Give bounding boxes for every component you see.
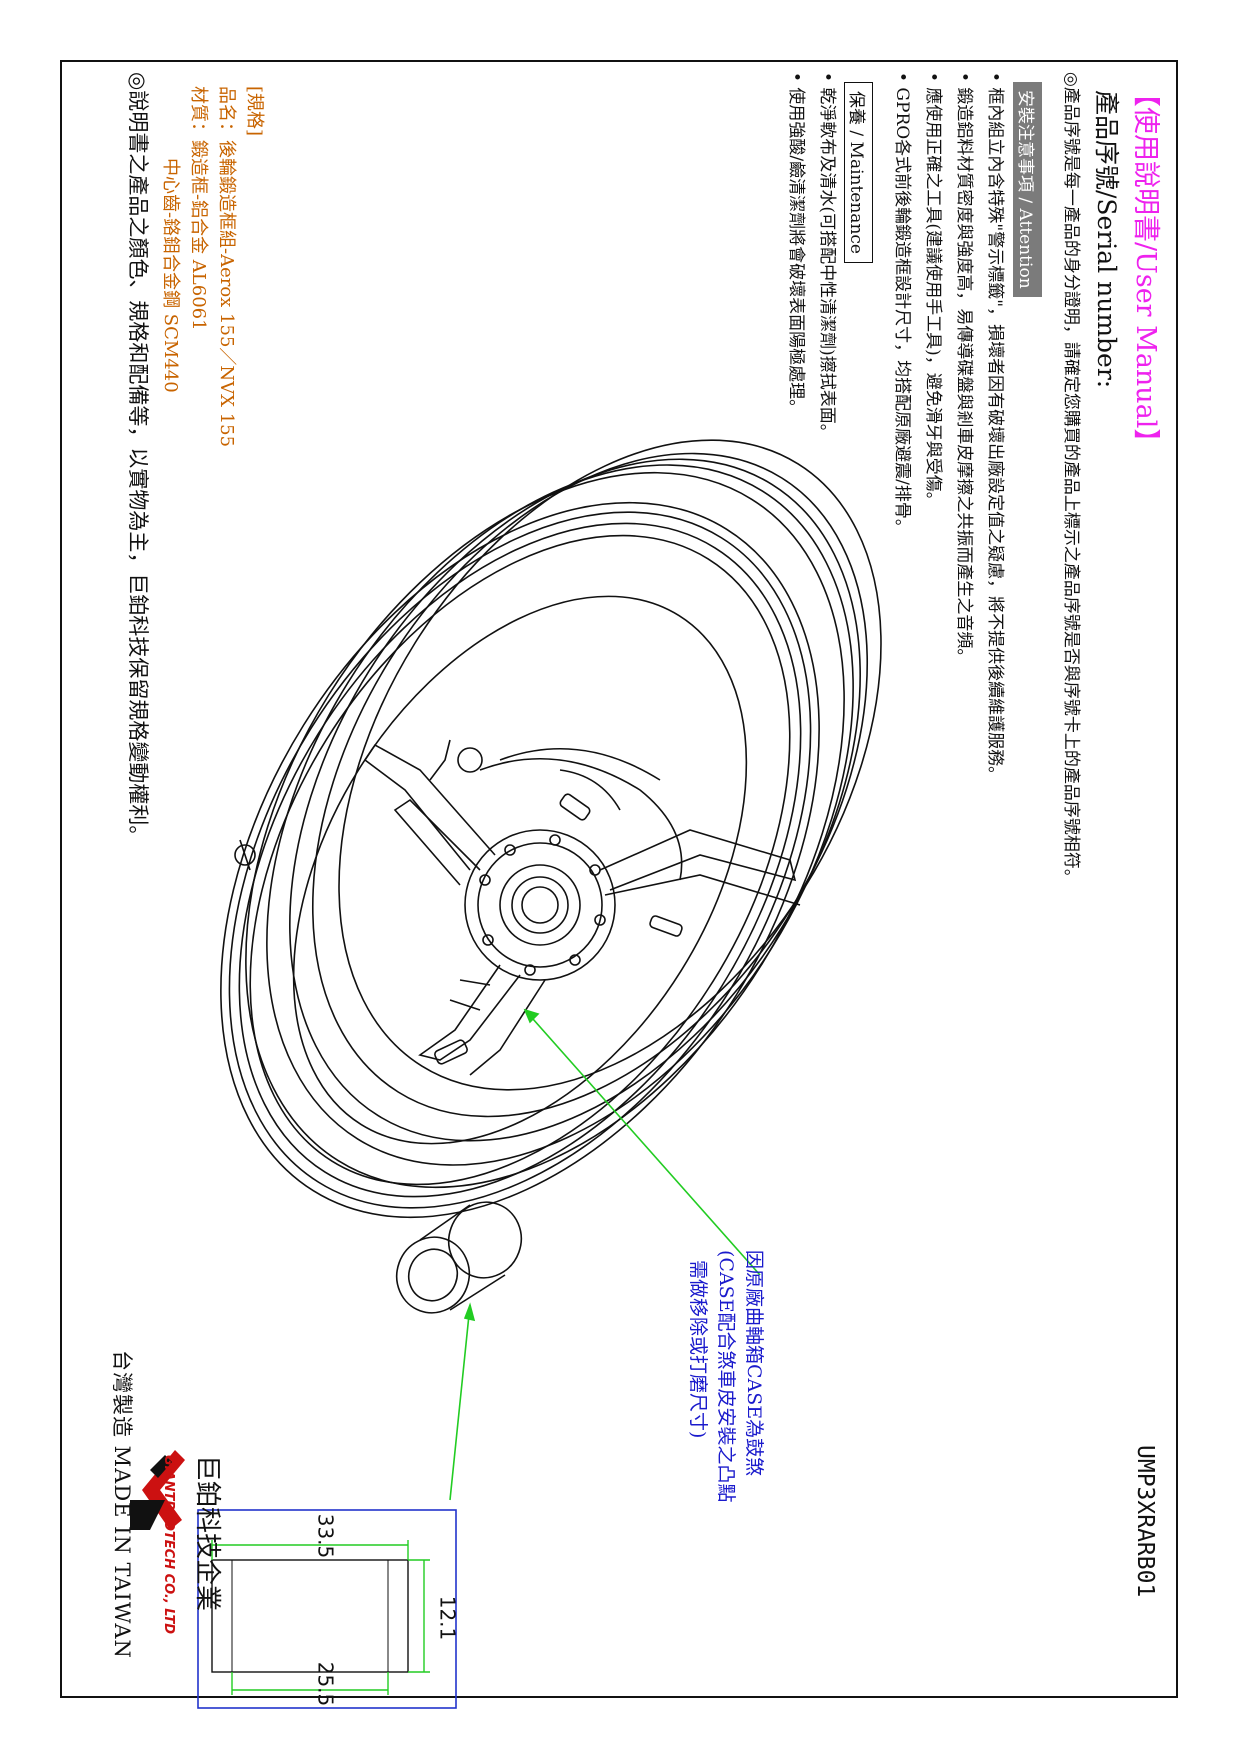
leader-lines	[449, 1008, 761, 1501]
rotated-text-stage: 【使用說明書/User Manual】 產品序號/Serial number: …	[60, 60, 1178, 1698]
maintenance-label: 保養 / Maintenance	[844, 82, 873, 263]
rim-rings	[220, 439, 882, 1219]
spec-block: [規格] 品名：後輪鍛造框組-Aerox 155／NVX 155 材質：鍛造框-…	[156, 86, 268, 447]
spec-material-2: 中心齒-鉻鉬合金鋼 SCM440	[160, 158, 181, 393]
company-logo	[130, 1450, 185, 1530]
hub	[464, 829, 616, 981]
made-in-taiwan: 台灣製造 MADE IN TAIWAN	[110, 1350, 134, 1659]
callout-line: (CASE配合煞車皮安裝之凸點	[715, 1250, 737, 1503]
spec-name: 品名：後輪鍛造框組-Aerox 155／NVX 155	[216, 86, 237, 448]
callout-line: 因原廠曲軸箱CASE為鼓煞	[743, 1250, 765, 1477]
maintenance-item: • 使用強酸/鹼清潔劑將會破壞表面陽極處理。	[786, 72, 806, 417]
maintenance-list: • 乾淨軟布及清水(可搭配中性清潔劑)擦拭表面。 • 使用強酸/鹼清潔劑將會破壞…	[780, 72, 842, 441]
serial-heading: 產品序號/Serial number:	[1092, 90, 1121, 389]
spokes	[363, 739, 801, 1076]
attention-item: • 框內組立內含特殊"警示標籤"，損壞者因有破壞出廠設定值之疑慮，將不提供後續維…	[985, 72, 1005, 784]
spec-heading: [規格]	[244, 86, 265, 137]
attention-item: • 應使用正確之工具(建議使用手工具)，避免滑牙與受傷。	[923, 72, 943, 509]
callout-note: 因原廠曲軸箱CASE為鼓煞 (CASE配合煞車皮安裝之凸點 需做移除或打磨尺寸)	[684, 1250, 768, 1503]
attention-label: 安裝注意事項 / Attention	[1013, 82, 1042, 297]
spec-material: 材質：鍛造框-鋁合金 AL6061	[188, 86, 209, 331]
spacer-part	[395, 1201, 523, 1314]
serial-text: ◎產品序號是每一產品的身分證明，請確定您購買的產品上標示之產品序號是否與序號卡上…	[1061, 72, 1081, 886]
company-name-en: GIANTPROTECH CO., LTD	[161, 1455, 176, 1635]
attention-list: • 框內組立內含特殊"警示標籤"，損壞者因有破壞出廠設定值之疑慮，將不提供後續維…	[886, 72, 1010, 783]
document-code: UMP3XRARB01	[1132, 1445, 1158, 1598]
manual-title: 【使用說明書/User Manual】	[1130, 80, 1161, 456]
attention-item: • 鍛造鋁料材質密度與強度高，易傳導碟盤與剎車皮摩擦之共振而產生之音頻。	[954, 72, 974, 666]
page-frame	[60, 60, 1178, 1698]
disclaimer-note: ◎說明書之產品之顏色、規格和配備等，以實物為主，巨鉑科技保留規格變動權利。	[126, 72, 150, 847]
barrel	[234, 747, 683, 881]
callout-line: 需做移除或打磨尺寸)	[687, 1260, 709, 1439]
attention-item: • GPRO各式前後輪鍛造框設計尺寸，均搭配原廠避震/排骨。	[892, 72, 912, 536]
dimension-box	[197, 1509, 457, 1709]
company-name: 巨鉑科技企業	[192, 1455, 222, 1612]
maintenance-item: • 乾淨軟布及清水(可搭配中性清潔劑)擦拭表面。	[817, 72, 837, 441]
